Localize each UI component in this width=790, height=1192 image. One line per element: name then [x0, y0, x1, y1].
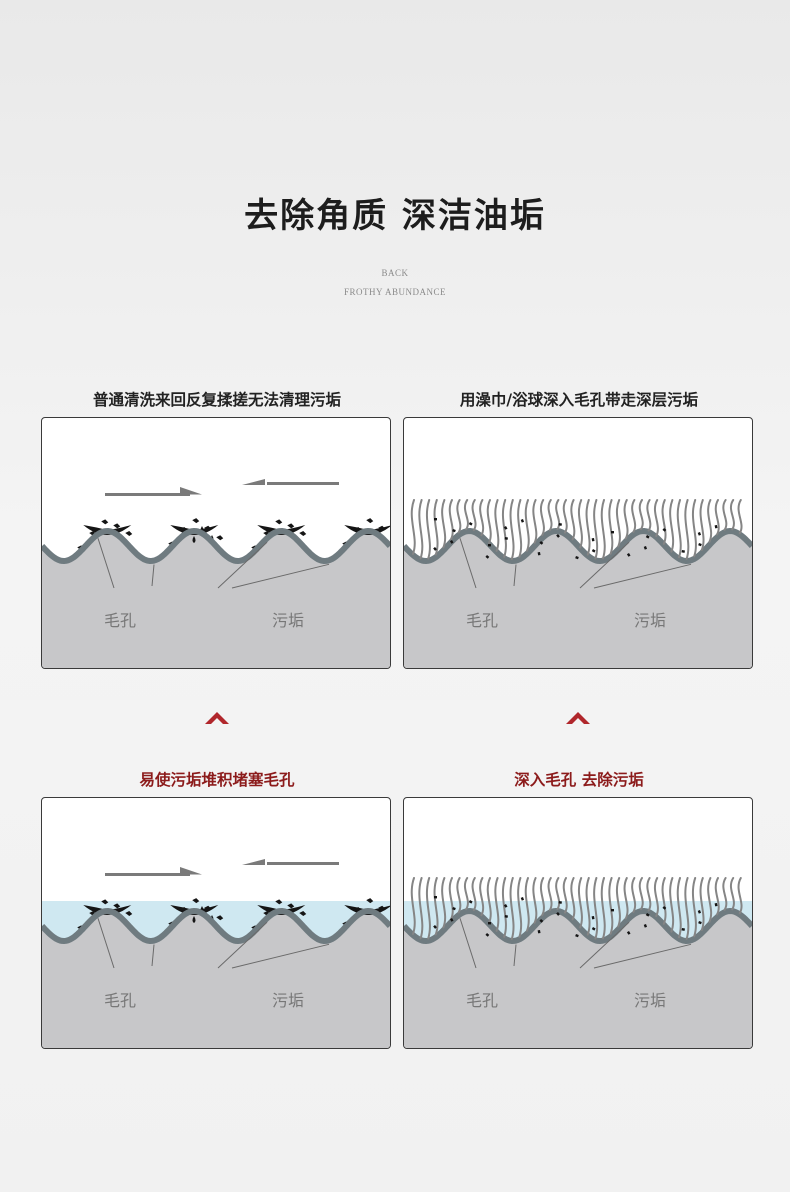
rubbing-arrows — [105, 479, 339, 496]
skin-outline — [42, 528, 390, 564]
label-pore: 毛孔 — [466, 991, 498, 1010]
label-pore: 毛孔 — [466, 611, 498, 630]
label-dirt: 污垢 — [634, 991, 666, 1010]
towel-bristles — [410, 499, 743, 560]
page-title: 去除角质 深洁油垢 — [244, 196, 546, 236]
chevron-up-shape — [566, 712, 590, 724]
caption-remove-dirt: 深入毛孔 去除污垢 — [514, 770, 644, 789]
chevron-up-icon — [205, 712, 229, 724]
label-leaders — [459, 538, 692, 589]
diagram-panel-normal-wash: 毛孔 污垢 — [41, 417, 391, 669]
diagram-clogged-pores: 毛孔 污垢 — [42, 859, 390, 1048]
caption-towel-deep: 用澡巾/浴球深入毛孔带走深层污垢 — [459, 390, 699, 409]
label-pore: 毛孔 — [104, 611, 136, 630]
skin-surface — [404, 531, 752, 668]
label-pore: 毛孔 — [104, 991, 136, 1010]
label-dirt: 污垢 — [272, 611, 304, 630]
diagram-normal-wash: 毛孔 污垢 — [42, 479, 390, 668]
diagram-panel-towel-deep: 毛孔 污垢 — [403, 417, 753, 669]
arrow-left-icon — [267, 862, 339, 865]
diagram-towel-deep: 毛孔 污垢 — [404, 499, 752, 668]
chevron-up-shape — [205, 712, 229, 724]
skin-outline — [42, 908, 390, 944]
arrow-right-icon — [105, 873, 190, 876]
label-leaders — [97, 538, 330, 589]
diagram-remove-dirt: 毛孔 污垢 — [404, 877, 752, 1048]
label-dirt: 污垢 — [634, 611, 666, 630]
towel-bristles — [410, 877, 743, 940]
skin-surface — [42, 911, 390, 1048]
rubbing-arrows — [105, 859, 339, 876]
arrow-left-icon — [267, 482, 339, 485]
arrow-right-icon — [105, 493, 190, 496]
caption-normal-wash: 普通清洗来回反复揉搓无法清理污垢 — [92, 390, 341, 409]
chevron-up-icon — [566, 712, 590, 724]
skin-surface — [42, 531, 390, 668]
diagram-panel-remove-dirt: 毛孔 污垢 — [403, 797, 753, 1049]
skin-outline — [404, 528, 752, 564]
label-dirt: 污垢 — [272, 991, 304, 1010]
label-leaders — [97, 918, 330, 969]
caption-clogged-pores: 易使污垢堆积堵塞毛孔 — [139, 770, 295, 789]
subtitle-frothy: FROTHY ABUNDANCE — [344, 287, 446, 297]
skin-outline — [404, 908, 752, 944]
diagram-panel-clogged-pores: 毛孔 污垢 — [41, 797, 391, 1049]
subtitle-back: BACK — [381, 268, 409, 278]
label-leaders — [459, 918, 692, 969]
lifted-dirt-specks — [433, 896, 718, 938]
skin-surface — [404, 911, 752, 1048]
lifted-dirt-specks — [433, 518, 718, 560]
